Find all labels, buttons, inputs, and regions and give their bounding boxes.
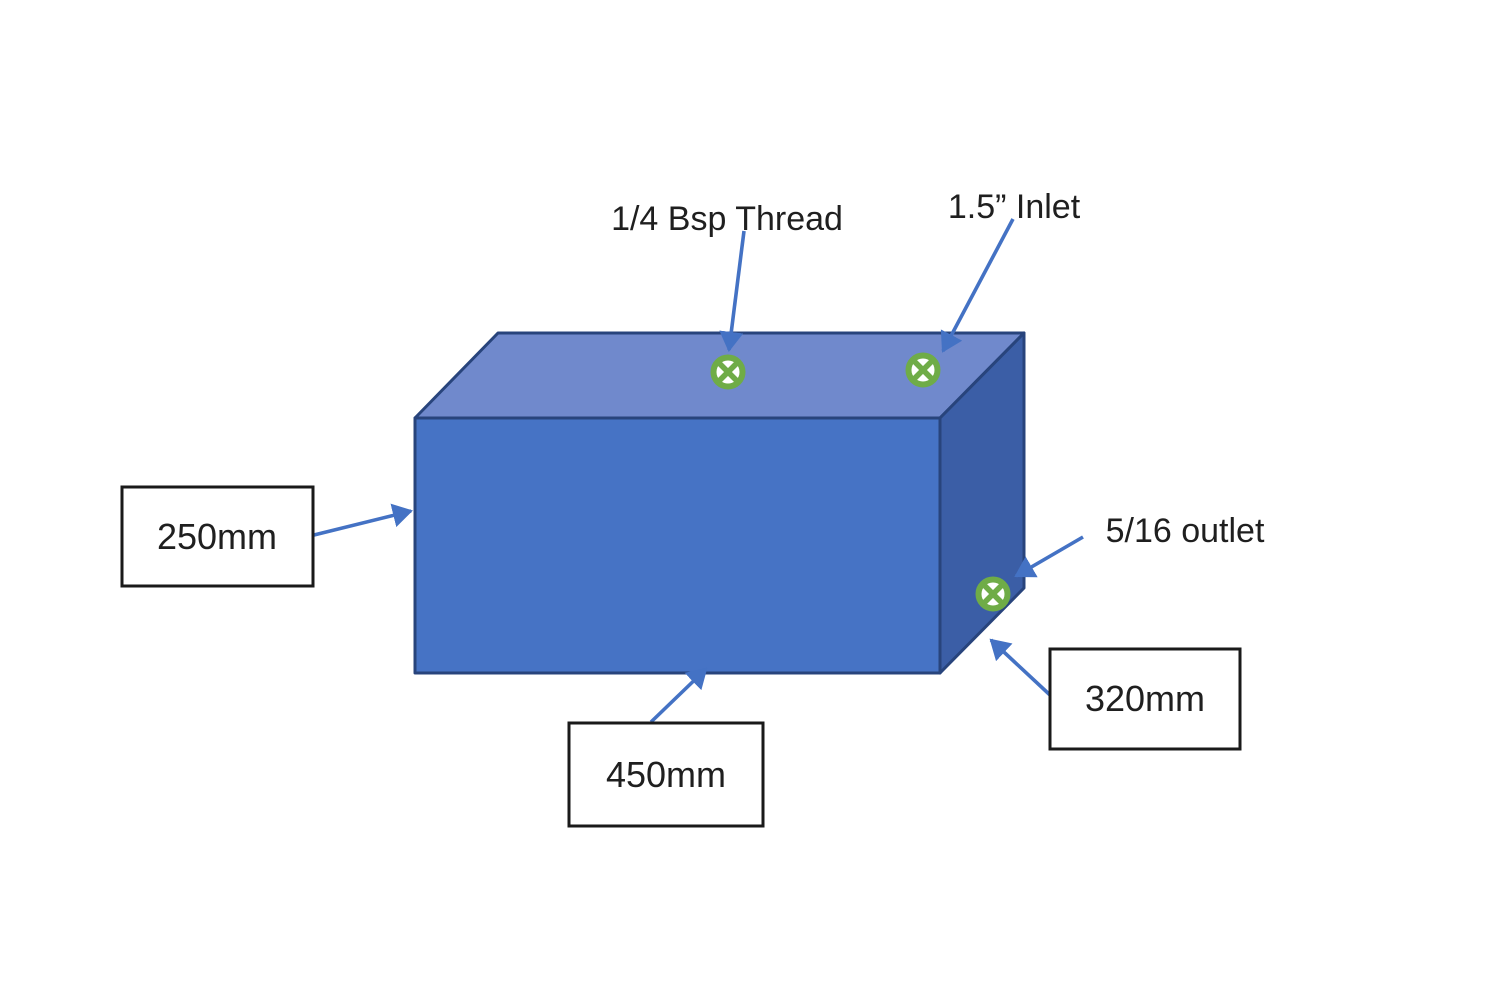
inlet-arrow — [940, 218, 1015, 353]
inlet-label: 1.5” Inlet — [948, 188, 1081, 226]
dim-label-length: 450mm — [567, 721, 765, 828]
tank-front-face — [413, 416, 942, 675]
dim-text-250mm: 250mm — [157, 516, 277, 557]
length-450mm-arrow — [649, 667, 708, 724]
bsp-thread-label: 1/4 Bsp Thread — [611, 200, 843, 238]
depth-320mm-arrow — [989, 638, 1052, 697]
dim-label-height: 250mm — [120, 485, 315, 588]
dim-box-450mm — [567, 721, 765, 828]
height-250mm-arrow — [313, 503, 413, 537]
dim-text-450mm: 450mm — [606, 754, 726, 795]
tank-3d-box — [413, 331, 1026, 675]
dim-label-depth: 320mm — [1048, 647, 1242, 751]
outlet-arrow — [1014, 535, 1084, 578]
bsp-thread-arrow — [719, 230, 746, 353]
dim-box-320mm — [1048, 647, 1242, 751]
leader-arrows — [313, 218, 1084, 724]
outlet-port-icon — [979, 580, 1008, 609]
bsp-thread-port-icon — [714, 358, 743, 387]
dim-box-250mm — [120, 485, 315, 588]
outlet-label: 5/16 outlet — [1106, 512, 1265, 550]
dim-text-320mm: 320mm — [1085, 678, 1205, 719]
inlet-port-icon — [909, 356, 938, 385]
